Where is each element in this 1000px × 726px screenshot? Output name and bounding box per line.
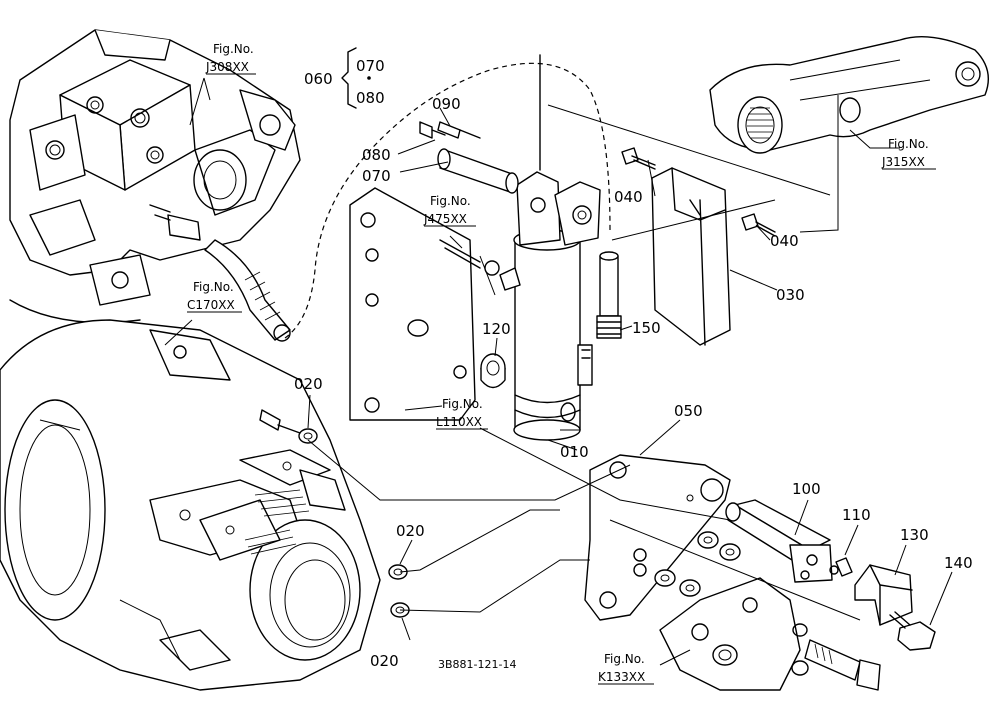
part-070: 070 bbox=[362, 167, 391, 185]
part-040-left: 040 bbox=[614, 188, 643, 206]
part-120: 120 bbox=[482, 320, 511, 338]
lift-arm bbox=[709, 35, 989, 154]
bolt-140 bbox=[889, 611, 936, 651]
mounting-plate bbox=[349, 187, 476, 421]
group-bracket-dot bbox=[367, 76, 371, 80]
svg-text:L110XX: L110XX bbox=[436, 415, 482, 429]
cap-130 bbox=[854, 564, 913, 626]
bracket bbox=[584, 454, 731, 621]
hose-clip bbox=[439, 239, 521, 291]
fig-ref-j315: Fig.No. J315XX bbox=[881, 137, 936, 170]
part-080-group: 080 bbox=[356, 89, 385, 107]
svg-text:J475XX: J475XX bbox=[423, 212, 467, 226]
part-020-middle: 020 bbox=[396, 522, 425, 540]
part-020-top: 020 bbox=[294, 375, 323, 393]
svg-text:Fig.No.: Fig.No. bbox=[213, 42, 254, 56]
fig-ref-j308: Fig.No. J308XX bbox=[205, 42, 256, 75]
part-040-right: 040 bbox=[770, 232, 799, 250]
fig-references: Fig.No. J308XX Fig.No. J315XX Fig.No. J4… bbox=[187, 42, 936, 685]
leader-lines bbox=[307, 95, 861, 621]
callout-leaders bbox=[164, 77, 953, 666]
part-150: 150 bbox=[632, 319, 661, 337]
svg-text:K133XX: K133XX bbox=[598, 670, 645, 684]
part-080: 080 bbox=[362, 146, 391, 164]
collar bbox=[480, 353, 506, 389]
fig-ref-l110: Fig.No. L110XX bbox=[436, 397, 488, 430]
part-050: 050 bbox=[674, 402, 703, 420]
svg-text:Fig.No.: Fig.No. bbox=[442, 397, 483, 411]
control-valve-block bbox=[9, 29, 301, 324]
part-030: 030 bbox=[776, 286, 805, 304]
part-110: 110 bbox=[842, 506, 871, 524]
svg-text:Fig.No.: Fig.No. bbox=[193, 280, 234, 294]
svg-text:Fig.No.: Fig.No. bbox=[604, 652, 645, 666]
transmission-case bbox=[0, 319, 381, 691]
part-100: 100 bbox=[792, 480, 821, 498]
fig-ref-k133: Fig.No. K133XX bbox=[598, 652, 654, 685]
fig-ref-j475: Fig.No. J475XX bbox=[423, 194, 476, 227]
pin-100 bbox=[725, 499, 833, 583]
group-bracket bbox=[341, 47, 357, 109]
svg-text:Fig.No.: Fig.No. bbox=[430, 194, 471, 208]
hydraulic-cylinder bbox=[513, 54, 601, 441]
drawing-number: 3B881-121-14 bbox=[438, 658, 516, 671]
part-140: 140 bbox=[944, 554, 973, 572]
svg-text:J315XX: J315XX bbox=[881, 155, 925, 169]
grease-nipple-110 bbox=[829, 557, 853, 577]
washers-020 bbox=[259, 409, 410, 618]
part-070-group: 070 bbox=[356, 57, 385, 75]
bolts-040 bbox=[621, 147, 776, 237]
part-020-bottom: 020 bbox=[370, 652, 399, 670]
part-labels: 060 070 080 090 080 070 040 040 030 150 … bbox=[294, 57, 973, 670]
part-130: 130 bbox=[900, 526, 929, 544]
svg-text:J308XX: J308XX bbox=[205, 60, 249, 74]
hydraulic-hose bbox=[149, 204, 291, 342]
cover bbox=[651, 167, 731, 346]
svg-text:C170XX: C170XX bbox=[187, 298, 235, 312]
fig-ref-c170: Fig.No. C170XX bbox=[187, 280, 242, 313]
part-060: 060 bbox=[304, 70, 333, 88]
part-010: 010 bbox=[560, 443, 589, 461]
part-090: 090 bbox=[432, 95, 461, 113]
lower-bracket bbox=[659, 577, 881, 691]
assembly-outline bbox=[284, 62, 611, 339]
hose-150 bbox=[596, 251, 622, 339]
pin-and-fittings bbox=[419, 121, 519, 194]
svg-text:Fig.No.: Fig.No. bbox=[888, 137, 929, 151]
nuts-and-washers bbox=[654, 531, 741, 597]
